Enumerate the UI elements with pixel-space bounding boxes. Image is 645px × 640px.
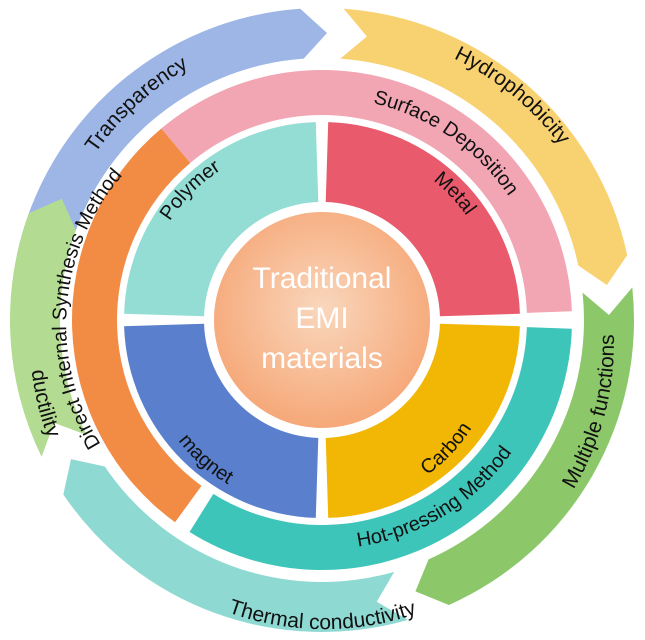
- outer-segment-0: [16, 8, 328, 266]
- center-line-1: Traditional: [253, 262, 392, 295]
- inner-segment-3: [124, 323, 319, 518]
- middle-segment-2: [71, 128, 202, 523]
- inner-ring: [124, 122, 520, 518]
- outer-segment-4: [9, 198, 87, 457]
- center-disk: [214, 212, 430, 428]
- outer-ring: [9, 8, 634, 632]
- inner-segment-2: [325, 323, 520, 518]
- middle-segment-1: [189, 327, 572, 571]
- center-line-2: EMI: [295, 302, 348, 335]
- outer-segment-2: [415, 287, 634, 606]
- middle-ring: [71, 69, 572, 571]
- outer-segment-3: [63, 459, 408, 632]
- inner-segment-0: [124, 122, 319, 317]
- middle-segment-0: [161, 69, 572, 313]
- center-line-3: materials: [261, 342, 383, 375]
- inner-segment-1: [325, 122, 520, 317]
- outer-segment-1: [340, 8, 628, 286]
